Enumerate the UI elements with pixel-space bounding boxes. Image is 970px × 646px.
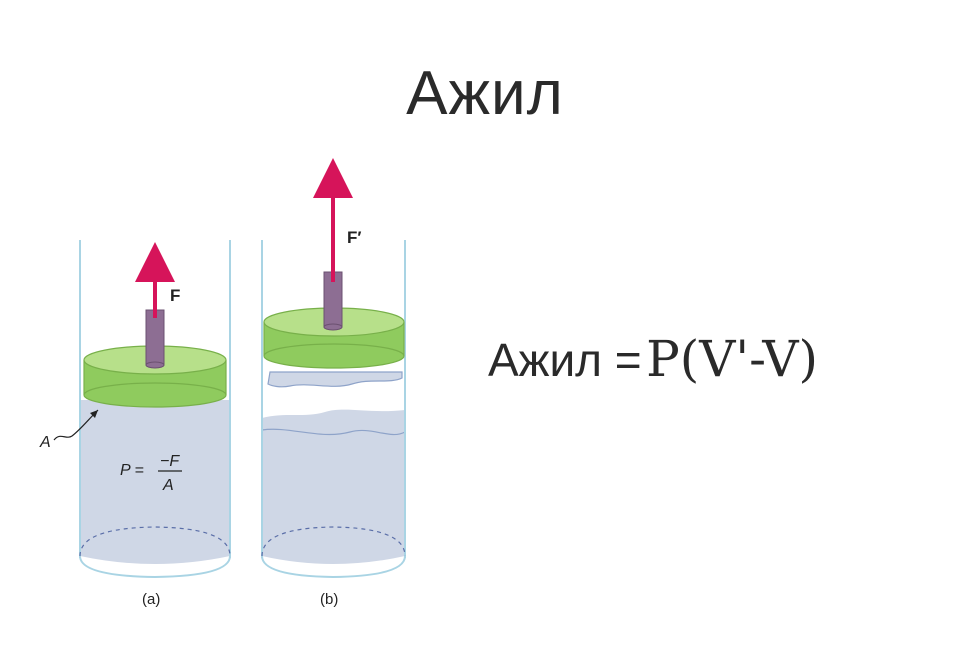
caption-a: (a): [142, 591, 160, 608]
cylinder-bottom-back-a: [79, 526, 231, 557]
work-formula-lhs: Ажил =: [488, 334, 642, 386]
piston-bottom-b: [263, 343, 405, 369]
area-pointer-a: [53, 409, 99, 441]
pressure-lhs-a: P =: [120, 462, 144, 479]
panel-b: F′ (b): [261, 158, 406, 608]
gas-b: [262, 409, 405, 564]
piston-bottom-a: [83, 382, 227, 408]
pressure-denominator-a: A: [162, 477, 174, 494]
force-label-b: F′: [347, 228, 361, 247]
panel-a: F A P = −F A (a): [39, 240, 231, 608]
area-label-a: A: [39, 434, 51, 451]
gas-a: [80, 400, 230, 564]
gas-b-lower-wave: [261, 428, 406, 436]
cylinder-bottom-a: [79, 555, 231, 579]
gas-b-under-piston: [267, 371, 403, 388]
caption-b: (b): [320, 591, 338, 608]
work-formula-rhs: P(V'-V): [646, 330, 818, 388]
work-formula: Ажил = P(V'-V): [488, 330, 818, 388]
pressure-numerator-a: −F: [160, 453, 180, 470]
cylinder-bottom-back-b: [261, 526, 406, 557]
force-label-a: F: [170, 286, 180, 305]
cylinder-bottom-b: [261, 555, 406, 579]
slide-title: Ажил: [406, 59, 564, 128]
piston-rod-a: [145, 309, 165, 366]
